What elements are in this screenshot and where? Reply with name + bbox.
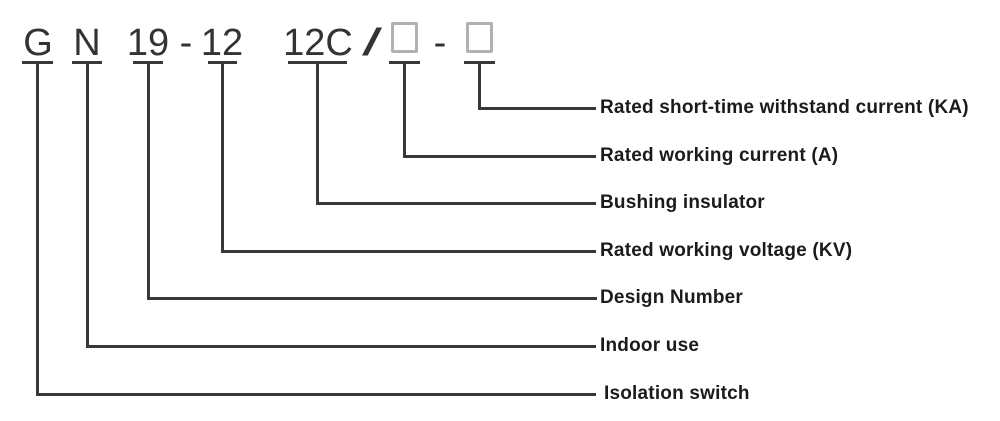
model-code-segment-19: 19 — [126, 22, 170, 64]
connector-elbow-isolation — [36, 392, 596, 396]
connector-stem-withstand — [478, 62, 481, 110]
connector-elbow-indoor — [85, 344, 596, 348]
label-bushing-insulator: Bushing insulator — [600, 192, 765, 213]
dash-separator: - — [179, 22, 193, 64]
connector-stem-indoor — [85, 62, 89, 348]
connector-stem-isolation — [36, 62, 39, 396]
label-indoor-use: Indoor use — [600, 335, 700, 356]
model-code-segment-g: G — [23, 22, 53, 64]
label-design-number: Design Number — [600, 287, 744, 308]
connector-elbow-voltage — [221, 249, 596, 253]
placeholder-box-current — [391, 22, 418, 53]
connector-stem-current — [403, 62, 406, 158]
model-code-segment-12c: 12C — [283, 22, 353, 64]
connector-stem-design — [146, 62, 150, 300]
slash-separator: / — [361, 22, 383, 64]
connector-elbow-withstand — [478, 106, 596, 110]
connector-elbow-design — [146, 296, 597, 300]
connector-elbow-current — [403, 154, 596, 158]
model-code-segment-n: N — [73, 22, 101, 64]
connector-stem-voltage — [221, 62, 224, 253]
label-rated-short-time-withstand-current: Rated short-time withstand current (KA) — [600, 97, 969, 118]
label-rated-working-current: Rated working current (A) — [600, 145, 839, 166]
placeholder-box-withstand — [466, 22, 493, 53]
dash-separator-2: - — [433, 22, 447, 64]
label-rated-working-voltage: Rated working voltage (KV) — [600, 240, 853, 261]
connector-elbow-bushing — [316, 201, 596, 205]
connector-stem-bushing — [316, 62, 319, 205]
model-code-segment-12: 12 — [200, 22, 244, 64]
label-isolation-switch: Isolation switch — [604, 383, 750, 404]
